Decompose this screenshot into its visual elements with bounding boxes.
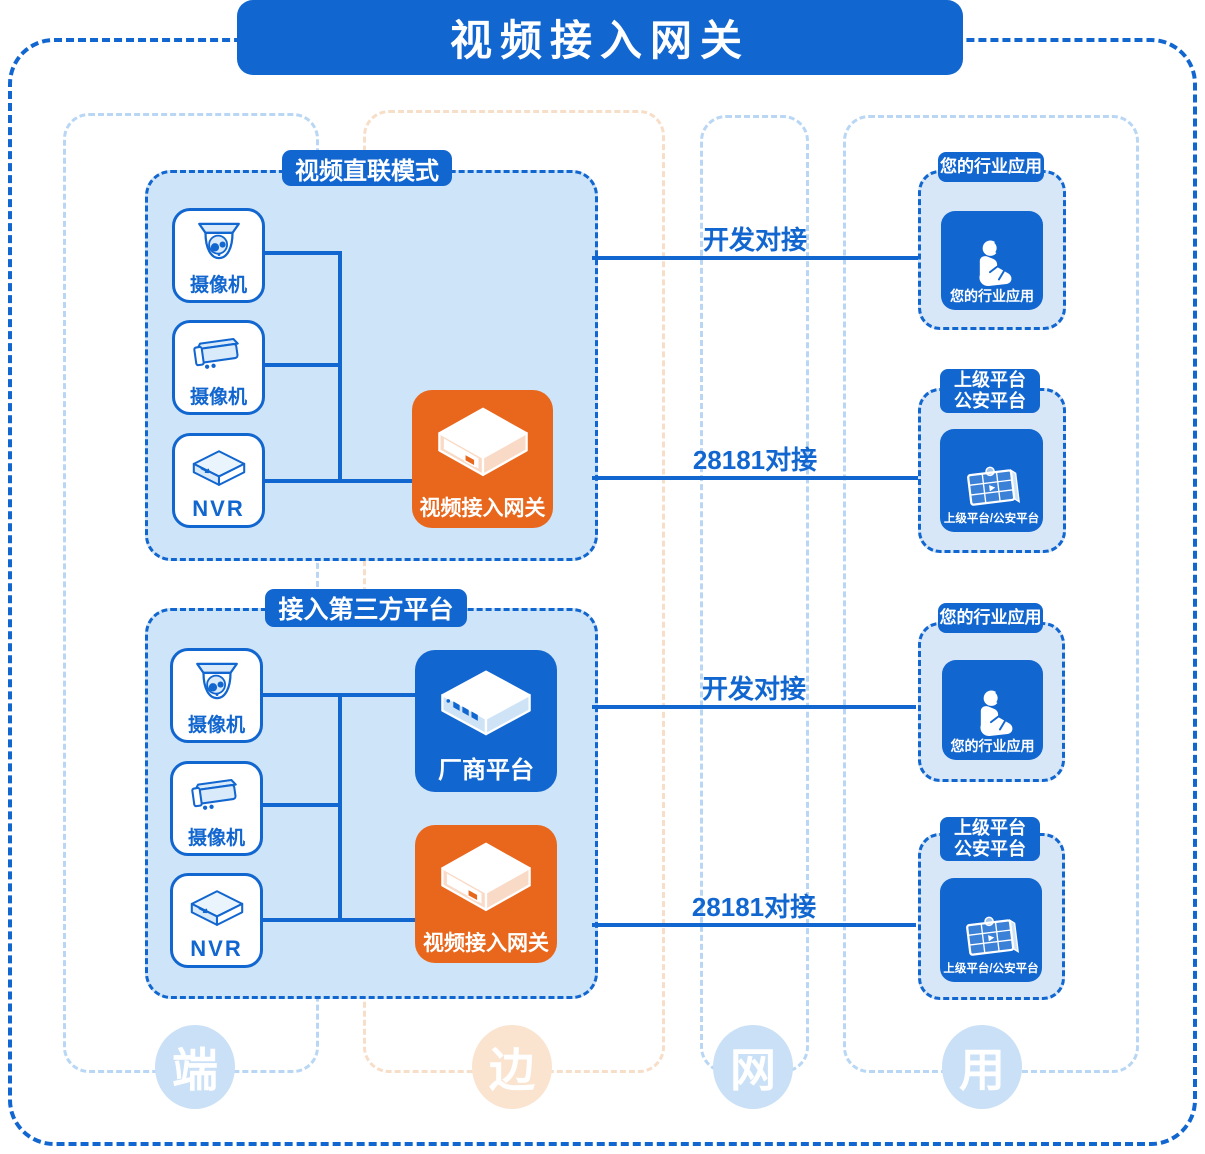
device-nvr-2: NVR — [170, 873, 263, 968]
nvr-icon — [191, 440, 247, 498]
industry-app-badge-2: 您的行业应用 — [938, 603, 1043, 633]
link-label-dev-1: 开发对接 — [702, 225, 807, 255]
group-thirdparty-badge-text: 接入第三方平台 — [278, 596, 454, 624]
link-line-28181-1 — [592, 476, 918, 480]
industry-app-node-1: 您的行业应用 — [941, 211, 1043, 310]
industry-app-node-2: 您的行业应用 — [942, 660, 1043, 760]
group-direct-mode-badge-text: 视频直联模式 — [295, 157, 439, 185]
device-bullet-camera-2: 摄像机 — [170, 761, 263, 856]
device-label: 摄像机 — [189, 387, 247, 408]
industry-app-badge-1: 您的行业应用 — [938, 152, 1044, 182]
link-line-dev-2 — [592, 705, 916, 709]
superior-platform-label-1: 上级平台/公安平台 — [943, 512, 1040, 525]
bullet-camera-icon — [189, 768, 245, 829]
gateway-label: 视频接入网关 — [423, 932, 549, 955]
lane-circle-terminal: 端 — [155, 1025, 235, 1109]
lane-label-application: 用 — [959, 1044, 1005, 1096]
video-wall-icon — [960, 910, 1022, 964]
dome-camera-icon — [192, 215, 246, 276]
badge-text-line1: 上级平台 — [954, 818, 1026, 839]
connector-g2-bullet — [263, 803, 340, 807]
gateway-label: 视频接入网关 — [419, 497, 546, 520]
gateway-chassis-icon — [434, 825, 538, 933]
lane-label-edge: 边 — [489, 1044, 535, 1096]
group-direct-mode-badge: 视频直联模式 — [282, 150, 452, 186]
link-line-dev-1 — [592, 256, 918, 260]
connector-g2-bus — [338, 693, 342, 922]
industry-app-label-2: 您的行业应用 — [950, 738, 1035, 754]
badge-text-line2: 公安平台 — [954, 391, 1026, 411]
gateway-chassis-icon — [431, 390, 535, 498]
device-dome-camera-2: 摄像机 — [170, 648, 263, 743]
video-wall-icon — [961, 460, 1023, 514]
nvr-icon — [189, 880, 245, 938]
device-label: 摄像机 — [187, 828, 245, 849]
superior-platform-label-2: 上级平台/公安平台 — [943, 962, 1039, 975]
lane-circle-edge: 边 — [472, 1025, 552, 1109]
industry-app-label-1: 您的行业应用 — [950, 288, 1034, 304]
device-bullet-camera-1: 摄像机 — [172, 320, 265, 415]
badge-text-line2: 公安平台 — [954, 839, 1026, 859]
connector-g1-bus — [338, 251, 342, 483]
superior-platform-node-2: 上级平台/公安平台 — [940, 878, 1042, 982]
page-title: 视频接入网关 — [237, 0, 963, 75]
device-dome-camera-1: 摄像机 — [172, 208, 265, 303]
device-label: NVR — [192, 496, 245, 521]
person-icon — [967, 685, 1019, 739]
device-nvr-1: NVR — [172, 433, 265, 528]
superior-platform-node-1: 上级平台/公安平台 — [940, 429, 1043, 532]
link-label-28181-2: 28181对接 — [691, 892, 817, 922]
badge-text: 您的行业应用 — [940, 157, 1042, 177]
connector-g1-bullet — [265, 363, 342, 367]
lane-circle-network: 网 — [713, 1025, 793, 1109]
vendor-platform-label: 厂商平台 — [438, 757, 534, 784]
device-label: 摄像机 — [187, 715, 245, 736]
group-thirdparty-badge: 接入第三方平台 — [265, 589, 467, 627]
gateway-node-2: 视频接入网关 — [415, 825, 557, 963]
superior-platform-badge-1: 上级平台 公安平台 — [940, 369, 1040, 413]
connector-g1-dome — [265, 251, 342, 255]
lane-circle-application: 用 — [942, 1025, 1022, 1109]
person-icon — [966, 235, 1018, 289]
page-title-text: 视频接入网关 — [449, 17, 750, 64]
device-label: 摄像机 — [189, 275, 247, 296]
superior-platform-badge-2: 上级平台 公安平台 — [940, 817, 1040, 861]
dome-camera-icon — [190, 655, 244, 716]
lane-label-terminal: 端 — [172, 1044, 218, 1096]
vendor-platform-node: 厂商平台 — [415, 650, 557, 792]
lane-label-network: 网 — [730, 1044, 776, 1096]
badge-text: 您的行业应用 — [939, 608, 1042, 628]
gateway-node-1: 视频接入网关 — [412, 390, 553, 528]
bullet-camera-icon — [191, 327, 247, 388]
link-label-28181-1: 28181对接 — [692, 445, 818, 475]
mini-pc-icon — [434, 650, 538, 759]
link-line-28181-2 — [592, 923, 916, 927]
device-label: NVR — [190, 936, 243, 961]
link-label-dev-2: 开发对接 — [701, 674, 806, 704]
badge-text-line1: 上级平台 — [954, 370, 1026, 391]
